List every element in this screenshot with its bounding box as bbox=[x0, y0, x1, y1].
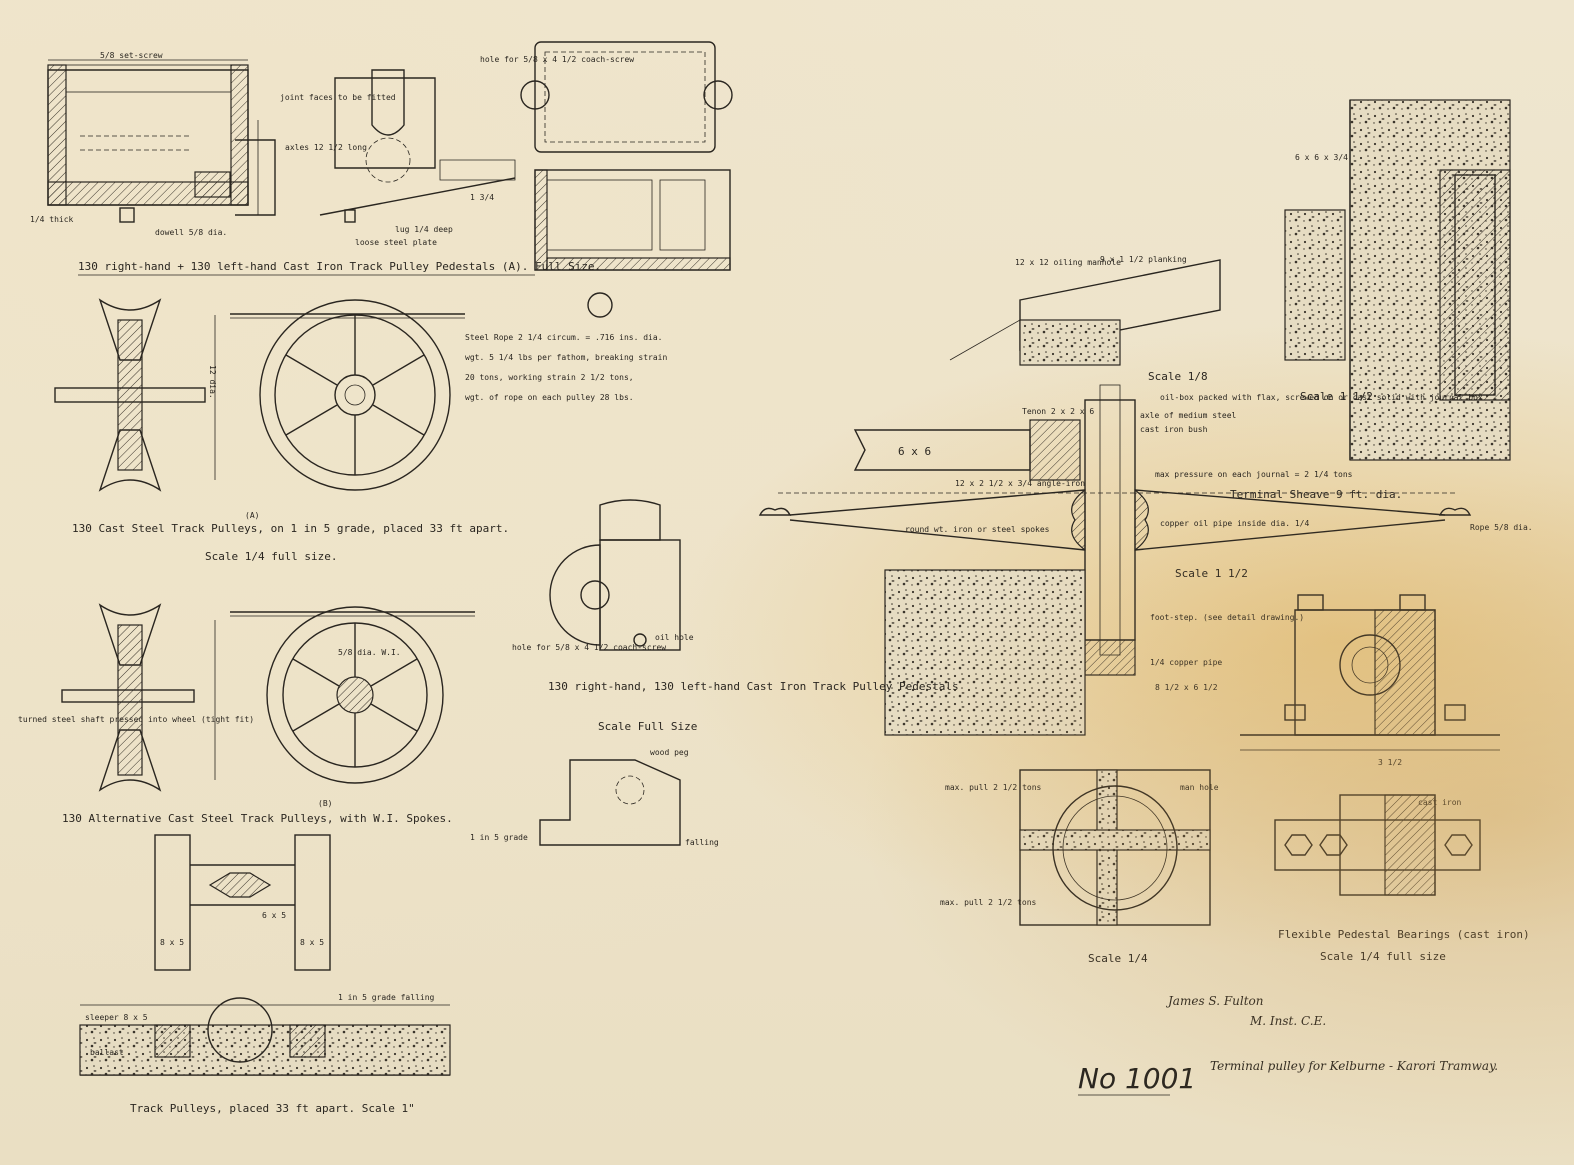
pulley-a-scale: Scale 1/4 full size. bbox=[205, 550, 337, 563]
sheave-note-beam: 6 x 6 bbox=[898, 445, 931, 458]
sheave-note-block: 8 1/2 x 6 1/2 bbox=[1155, 683, 1218, 692]
pedestal-full-grade-note: 1 in 5 grade bbox=[470, 833, 528, 842]
track-pulleys-dim-3: 8 x 5 bbox=[300, 938, 324, 947]
pulley-a-title: 130 Cast Steel Track Pulleys, on 1 in 5 … bbox=[72, 522, 509, 535]
pulley-a-tag: (A) bbox=[245, 511, 259, 520]
sheave-note-bush: cast iron bush bbox=[1140, 425, 1208, 434]
drawing-number: No 1001 bbox=[1078, 1062, 1196, 1095]
pulley-b-elevation bbox=[230, 606, 475, 784]
sheave-note-axle: axle of medium steel bbox=[1140, 411, 1237, 420]
flexible-bearings-castiron: cast iron bbox=[1418, 798, 1462, 807]
sheave-note-pressure: max pressure on each journal = 2 1/4 ton… bbox=[1155, 470, 1353, 479]
wall-detail-scale: Scale 1 1/2 bbox=[1300, 390, 1373, 403]
pedestal-full-hole-note: hole for 5/8 x 4 1/2 coach-screw bbox=[512, 643, 666, 652]
terminal-sheave-section bbox=[758, 384, 1472, 736]
sheave-note-footstep: foot-step. (see detail drawing.) bbox=[1150, 613, 1304, 622]
pedestal-a-title: 130 right-hand + 130 left-hand Cast Iron… bbox=[78, 260, 601, 273]
pulley-a-elevation bbox=[230, 299, 465, 491]
sheave-note-planking: 9 x 1 1/2 planking bbox=[1100, 255, 1187, 264]
terminal-sheave-top bbox=[949, 259, 1221, 366]
wall-detail bbox=[1284, 99, 1511, 461]
pedestal-full-falling-note: falling bbox=[685, 838, 719, 847]
track-pulleys-sleeper: sleeper 8 x 5 bbox=[85, 1013, 148, 1022]
pulley-b-tag: (B) bbox=[318, 799, 332, 808]
terminal-sheave-scale: Scale 1 1/2 bbox=[1175, 567, 1248, 580]
sheave-note-tenon: Tenon 2 x 2 x 6 bbox=[1022, 407, 1094, 416]
track-pulleys-grade: 1 in 5 grade falling bbox=[338, 993, 435, 1002]
track-pulleys-title: Track Pulleys, placed 33 ft apart. Scale… bbox=[130, 1102, 415, 1115]
flexible-bearings-plan bbox=[1274, 794, 1481, 896]
pedestal-full-oil-note: oil hole bbox=[655, 633, 694, 642]
pedestal-a-side-view bbox=[319, 69, 516, 223]
sheave-note-oilbox: oil-box packed with flax, screwed on or … bbox=[1160, 393, 1483, 402]
pedestal-a-note-setscrew: 5/8 set-screw bbox=[100, 51, 163, 60]
rope-note-3: 20 tons, working strain 2 1/2 tons, bbox=[465, 373, 634, 382]
flexible-bearings-elevation bbox=[1240, 594, 1500, 751]
pedestal-a-note-axles: axles 12 1/2 long bbox=[285, 143, 367, 152]
track-pulleys-plan bbox=[154, 834, 331, 971]
pulley-a-section bbox=[54, 298, 216, 492]
terminal-sheave-scale-top: Scale 1/8 bbox=[1148, 370, 1208, 383]
pedestal-a-plan-view bbox=[520, 41, 733, 318]
track-pulleys-elevation bbox=[79, 997, 451, 1076]
foundation-scale: Scale 1/4 bbox=[1088, 952, 1148, 965]
rope-note-2: wgt. 5 1/4 lbs per fathom, breaking stra… bbox=[465, 353, 667, 362]
pedestal-a-note-joint: joint faces to be fitted bbox=[280, 93, 396, 102]
pedestal-a-note-babbit: 1/4 thick bbox=[30, 215, 74, 224]
pedestal-a-note-coach: 1 3/4 bbox=[470, 193, 494, 202]
pulley-a-dia: 12 dia. bbox=[208, 365, 217, 399]
pulley-b-shaft-note: turned steel shaft pressed into wheel (t… bbox=[18, 715, 254, 724]
wall-detail-angle: 6 x 6 x 3/4 bbox=[1295, 153, 1348, 162]
foundation-plan bbox=[1019, 769, 1211, 926]
pedestal-a-note-drip: dowell 5/8 dia. bbox=[155, 228, 227, 237]
pulley-b-spoke-dim: 5/8 dia. W.I. bbox=[338, 648, 401, 657]
sheave-note-spokes: round wt. iron or steel spokes bbox=[905, 525, 1050, 534]
pedestal-a-section bbox=[47, 59, 276, 223]
sheave-note-manhole: 12 x 12 oiling manhole bbox=[1015, 258, 1121, 267]
pedestal-full-peg-note: wood peg bbox=[650, 748, 689, 757]
flexible-bearings-dim: 3 1/2 bbox=[1378, 758, 1402, 767]
pedestal-a-note-lug: loose steel plate bbox=[355, 238, 437, 247]
sheave-note-angle: 12 x 2 1/2 x 3/4 angle-iron bbox=[955, 479, 1085, 488]
track-pulleys-dim-1: 8 x 5 bbox=[160, 938, 184, 947]
terminal-sheave-title: Terminal Sheave 9 ft. dia. bbox=[1230, 488, 1402, 501]
rope-note-4: wgt. of rope on each pulley 28 lbs. bbox=[465, 393, 634, 402]
foundation-pull-1: max. pull 2 1/2 tons bbox=[945, 783, 1042, 792]
foundation-manhole: man hole bbox=[1180, 783, 1219, 792]
pedestal-full-size bbox=[539, 499, 681, 846]
pedestal-a-note-grade: lug 1/4 deep bbox=[395, 225, 453, 234]
pedestal-full-title: 130 right-hand, 130 left-hand Cast Iron … bbox=[548, 680, 959, 693]
pulley-b-title: 130 Alternative Cast Steel Track Pulleys… bbox=[62, 812, 453, 825]
flexible-bearings-title: Flexible Pedestal Bearings (cast iron) bbox=[1278, 928, 1530, 941]
track-pulleys-dim-2: 6 x 5 bbox=[262, 911, 286, 920]
foundation-pull-2: max. pull 2 1/2 tons bbox=[940, 898, 1037, 907]
flexible-bearings-scale: Scale 1/4 full size bbox=[1320, 950, 1446, 963]
sheave-note-oilpipe: copper oil pipe inside dia. 1/4 bbox=[1160, 519, 1309, 528]
pedestal-full-scale: Scale Full Size bbox=[598, 720, 697, 733]
drawing-title-handwritten: Terminal pulley for Kelburne - Karori Tr… bbox=[1210, 1059, 1498, 1073]
pulley-b-section bbox=[61, 603, 216, 792]
rope-note-1: Steel Rope 2 1/4 circum. = .716 ins. dia… bbox=[465, 333, 662, 342]
signature-title: M. Inst. C.E. bbox=[1249, 1014, 1326, 1028]
pedestal-a-note-hole: hole for 5/8 x 4 1/2 coach-screw bbox=[480, 55, 634, 64]
track-pulleys-ballast: ballast bbox=[90, 1048, 124, 1057]
sheave-note-copper: 1/4 copper pipe bbox=[1150, 658, 1222, 667]
sheave-note-rope: Rope 5/8 dia. bbox=[1470, 523, 1533, 532]
signature: James S. Fulton bbox=[1165, 994, 1264, 1008]
